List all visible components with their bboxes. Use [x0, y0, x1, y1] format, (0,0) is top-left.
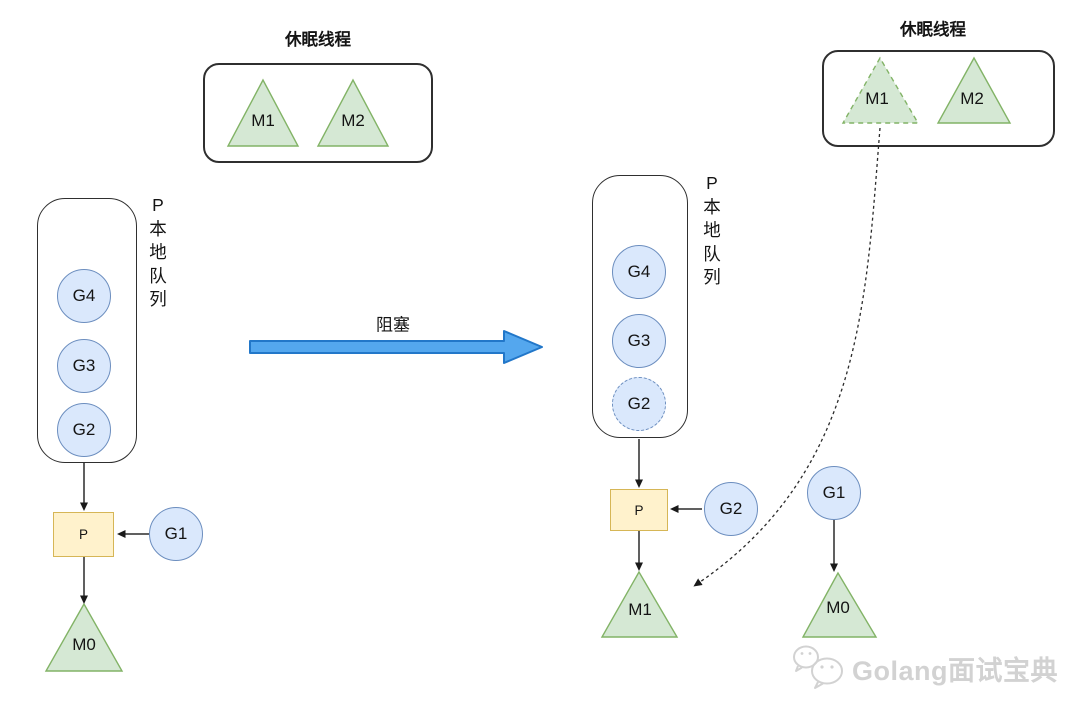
goroutine-label: G4 [72, 286, 96, 305]
goroutine-circle-g4-right: G4 [612, 245, 666, 299]
left-sleep-box-title: 休眠线程 [285, 31, 351, 49]
right-sleep-thread-box [822, 50, 1055, 147]
processor-box-right: P [610, 489, 668, 531]
goroutine-circle-g1-left: G1 [149, 507, 203, 561]
thread-label-m0-left: M0 [72, 635, 96, 654]
thread-label-m2-sleep-right: M2 [960, 89, 984, 108]
processor-label: P [634, 502, 644, 518]
thread-label-m2-sleep-left: M2 [341, 111, 365, 130]
thread-label-m1-running-right: M1 [628, 600, 652, 619]
goroutine-circle-g2-running-right: G2 [704, 482, 758, 536]
goroutine-label: G2 [627, 394, 651, 413]
transition-arrow [249, 330, 543, 364]
right-queue-vertical-label: P本地队列 [703, 173, 721, 287]
goroutine-circle-g2-left: G2 [57, 403, 111, 457]
goroutine-label: G3 [627, 331, 651, 350]
left-queue-vertical-label: P本地队列 [149, 195, 167, 309]
thread-label-m1-sleep-right: M1 [865, 89, 889, 108]
left-sleep-thread-box [203, 63, 433, 163]
processor-label: P [78, 527, 88, 542]
goroutine-circle-g1-right: G1 [807, 466, 861, 520]
thread-label-m0-right: M0 [826, 598, 850, 617]
processor-box-left: P [53, 512, 114, 557]
goroutine-label: G3 [72, 356, 96, 375]
goroutine-label: G4 [627, 262, 651, 281]
thread-label-m1-sleep-left: M1 [251, 111, 275, 130]
transition-label: 阻塞 [376, 315, 410, 335]
right-sleep-box-title: 休眠线程 [900, 21, 966, 39]
goroutine-label: G2 [72, 420, 96, 439]
watermark-text: Golang面试宝典 [852, 656, 1058, 686]
wechat-icon [793, 645, 843, 689]
goroutine-label: G1 [822, 483, 846, 502]
goroutine-circle-g4-left: G4 [57, 269, 111, 323]
goroutine-circle-g3-right: G3 [612, 314, 666, 368]
goroutine-circle-g3-left: G3 [57, 339, 111, 393]
goroutine-label: G1 [164, 524, 188, 543]
goroutine-label: G2 [719, 499, 743, 518]
goroutine-circle-g2-dashed-right: G2 [612, 377, 666, 431]
